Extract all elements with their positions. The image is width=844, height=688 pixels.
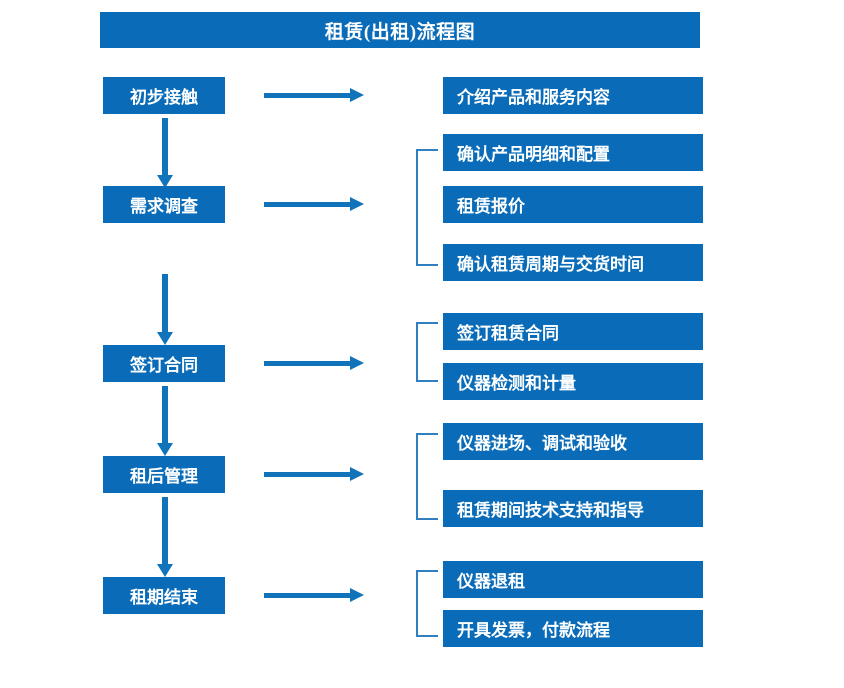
arrow-shaft [264, 361, 350, 366]
arrow-down-1 [157, 118, 173, 188]
stage-box-3[interactable]: 签订合同 [103, 345, 225, 382]
arrow-right-5 [264, 587, 364, 603]
group-bracket-5 [416, 570, 438, 637]
arrow-right-2 [264, 196, 364, 212]
arrow-down-2 [157, 274, 173, 345]
arrow-shaft [162, 118, 168, 175]
group-bracket-2 [416, 149, 438, 266]
group-bracket-3 [416, 322, 438, 382]
detail-box-5-1[interactable]: 仪器退租 [443, 561, 703, 598]
detail-box-2-1[interactable]: 确认产品明细和配置 [443, 134, 703, 171]
arrow-right-3 [264, 355, 364, 371]
arrow-shaft [162, 386, 168, 443]
detail-box-4-1[interactable]: 仪器进场、调试和验收 [443, 423, 703, 460]
stage-box-2[interactable]: 需求调查 [103, 186, 225, 223]
arrow-shaft [264, 593, 350, 598]
arrow-head [350, 356, 364, 370]
arrow-head [157, 443, 173, 456]
arrow-shaft [162, 274, 168, 332]
arrow-down-3 [157, 386, 173, 456]
arrow-right-4 [264, 466, 364, 482]
arrow-head [350, 588, 364, 602]
arrow-shaft [264, 472, 350, 477]
detail-box-2-2[interactable]: 租赁报价 [443, 186, 703, 223]
arrow-shaft [264, 202, 350, 207]
stage-box-1[interactable]: 初步接触 [103, 77, 225, 114]
arrow-head [157, 175, 173, 188]
detail-box-4-2[interactable]: 租赁期间技术支持和指导 [443, 490, 703, 527]
arrow-shaft [264, 93, 350, 98]
detail-box-5-2[interactable]: 开具发票，付款流程 [443, 610, 703, 647]
arrow-head [157, 564, 173, 577]
group-bracket-4 [416, 433, 438, 520]
stage-box-5[interactable]: 租期结束 [103, 577, 225, 614]
stage-box-4[interactable]: 租后管理 [103, 456, 225, 493]
diagram-title: 租赁(出租)流程图 [100, 12, 700, 48]
detail-box-1-1[interactable]: 介绍产品和服务内容 [443, 77, 703, 114]
arrow-head [350, 197, 364, 211]
arrow-right-1 [264, 87, 364, 103]
arrow-shaft [162, 497, 168, 564]
arrow-down-4 [157, 497, 173, 577]
detail-box-3-1[interactable]: 签订租赁合同 [443, 313, 703, 350]
arrow-head [350, 467, 364, 481]
detail-box-3-2[interactable]: 仪器检测和计量 [443, 363, 703, 400]
arrow-head [350, 88, 364, 102]
arrow-head [157, 332, 173, 345]
detail-box-2-3[interactable]: 确认租赁周期与交货时间 [443, 244, 703, 281]
